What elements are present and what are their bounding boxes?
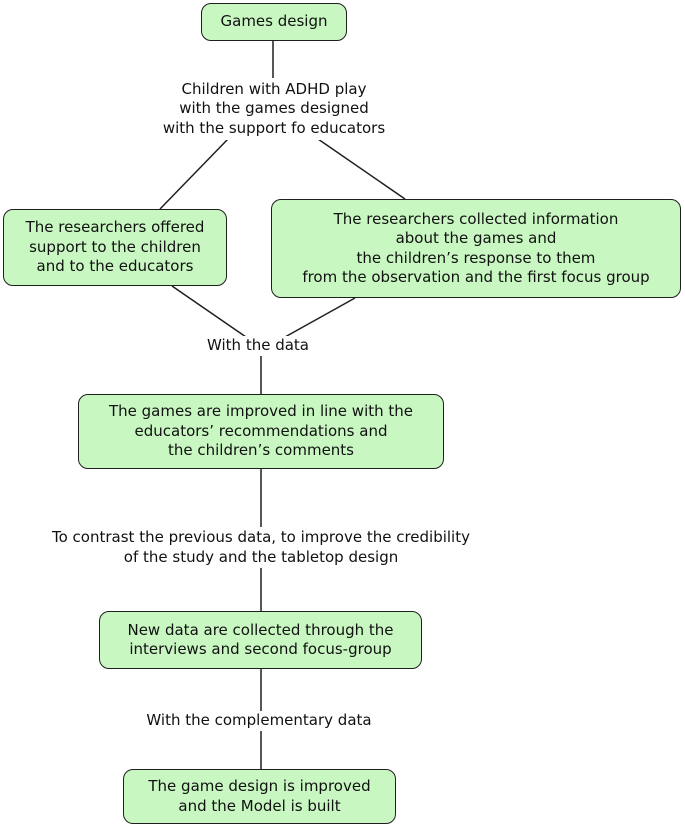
node-researchers-offered: The researchers offered support to the c… (3, 209, 227, 286)
label-to-contrast: To contrast the previous data, to improv… (18, 527, 504, 568)
label-with-the-data: With the data (196, 336, 320, 356)
label-complementary-data: With the complementary data (128, 711, 390, 731)
node-games-improved: The games are improved in line with the … (78, 394, 444, 469)
connector-play-to-offered (159, 138, 229, 210)
node-games-design: Games design (201, 3, 347, 41)
node-new-data: New data are collected through the inter… (99, 611, 422, 669)
node-model-built: The game design is improved and the Mode… (123, 769, 396, 824)
label-children-play: Children with ADHD play with the games d… (150, 78, 398, 140)
connector-collected-to-data (284, 297, 356, 338)
connector-offered-to-data (171, 285, 247, 338)
connector-play-to-collected (317, 138, 406, 200)
node-researchers-collected: The researchers collected information ab… (271, 199, 681, 298)
